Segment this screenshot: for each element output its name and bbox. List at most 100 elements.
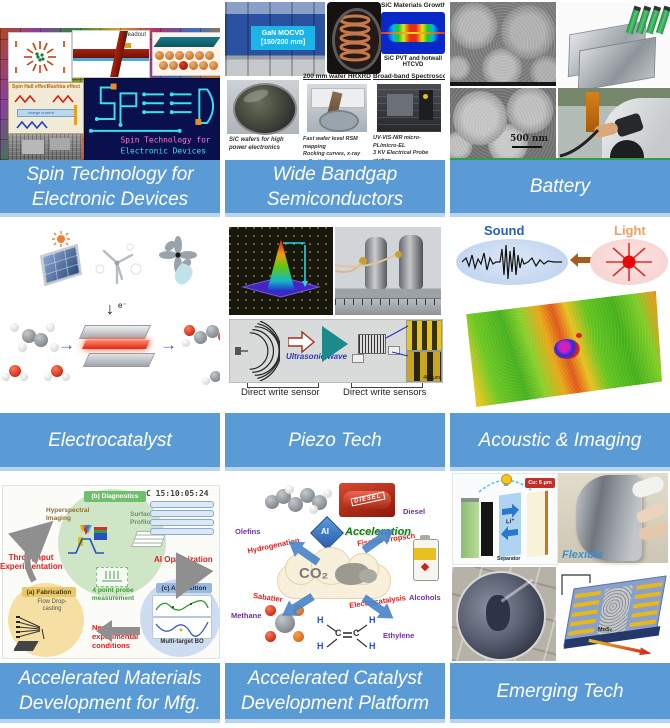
caption-underline (450, 467, 670, 471)
ethylene-formula: H H C C H H (317, 615, 376, 651)
cathode-slab (461, 498, 479, 558)
tile-piezo-tech[interactable]: Ultrasonic wave 400 μm (225, 217, 445, 471)
caption-underline (225, 213, 445, 217)
hrxrd-title: 200 mm wafer HRXRD (303, 73, 371, 80)
sic-wafer-caption: SiC wafers for high power electronics (229, 137, 284, 151)
tile-emerging-tech[interactable]: Li⁺ Separator Cu: 6 μm (450, 471, 670, 723)
emerging-collage-image: Li⁺ Separator Cu: 6 μm (450, 471, 670, 663)
caption-acd: Accelerated Catalyst Development Platfor… (225, 663, 445, 719)
piezo-collage-image: Ultrasonic wave 400 μm (225, 217, 445, 413)
caption-battery: Battery (450, 160, 670, 213)
multi-target-bo-label: Multi-target BO (160, 639, 204, 645)
cycle-arrows (8, 520, 214, 642)
tile-battery[interactable]: 500 nm (450, 0, 670, 217)
wafer-cleanroom-photo (452, 567, 556, 661)
scale-bar (512, 146, 542, 148)
sensor-pad (388, 346, 400, 355)
readout-label: Readout (123, 32, 146, 38)
caption-line: Accelerated Materials (18, 668, 202, 689)
olefin-molecule (265, 485, 335, 515)
pouch-cell-photo (558, 2, 670, 92)
caption-line: Emerging Tech (496, 680, 624, 702)
methane-label: Methane (231, 611, 262, 620)
piezo-simulation-image (229, 227, 333, 315)
blue-spins-icon (16, 120, 48, 130)
caption-piezo: Piezo Tech (225, 413, 445, 467)
hrxrd-caption: Fast wafer level RSM mapping Rocking cur… (303, 136, 361, 160)
transducer (399, 235, 423, 289)
wbg-collage-image: GaN MOCVD [150/200 mm] (225, 0, 445, 160)
battery-collage-image: 500 nm (450, 0, 670, 160)
amd-cycle-diagram: (b) Diagnostics Hyperspectral Imaging Su… (0, 471, 220, 663)
micrograph-yellow (406, 320, 442, 351)
bracket (351, 383, 423, 388)
reflection-silhouette (486, 595, 510, 631)
spin-hall-label: Spin Hall effect (12, 84, 49, 90)
ethylene-molecule (8, 321, 60, 355)
mocvd-machine-photo: GaN MOCVD [150/200 mm] (225, 2, 325, 76)
electrolyzer-icon (78, 325, 156, 369)
callout-lines (385, 325, 409, 357)
acoustic-collage-image: Sound Light (450, 217, 670, 413)
caption-underline (225, 719, 445, 723)
ruler (335, 298, 441, 315)
tile-acoustic-imaging[interactable]: Sound Light (450, 217, 670, 471)
flexible-foil-photo: Flexible (558, 473, 670, 563)
caption-spin: Spin Technology for Electronic Devices (0, 160, 220, 213)
tile-spin-technology[interactable]: Readout (0, 0, 220, 217)
ethylene-label: Ethylene (383, 631, 415, 640)
coil-icon (339, 14, 371, 62)
caption-underline (225, 467, 445, 471)
alcohols-label: Alcohols (409, 593, 441, 602)
tile-accelerated-materials[interactable]: (b) Diagnostics Hyperspectral Imaging Su… (0, 471, 220, 723)
caption-line: Battery (529, 176, 591, 197)
speed-circuit-logo: Spin Technology for Electronic Devices (88, 83, 215, 156)
diesel-label: Diesel (403, 507, 426, 516)
row-2: ↓ e⁻ (0, 217, 670, 471)
speed-logo-panel: Spin Technology for Electronic Devices (84, 78, 220, 160)
tile-accelerated-catalyst[interactable]: Olefins DIESEL Diesel Hydrogenation Fisc… (225, 471, 445, 723)
spectroscopy-instrument-photo (377, 84, 441, 132)
tile-wide-bandgap[interactable]: GaN MOCVD [150/200 mm] (225, 0, 445, 217)
flow-label: Flow Drop- casting (37, 599, 67, 612)
rashba-label: Rashba effect (47, 84, 80, 90)
hrxrd-instrument-photo (307, 84, 367, 132)
caption-line: Wide Bandgap (272, 163, 398, 185)
acceleration-label: Acceleration (345, 526, 412, 538)
diagnostics-label: (b) Diagnostics (84, 491, 146, 502)
caption-underline (0, 719, 220, 723)
caption-line: Electronic Devices (31, 188, 189, 210)
probe-icon (96, 567, 128, 587)
sensor-pad (352, 354, 364, 363)
caption-line: Semiconductors (266, 188, 404, 210)
spectroscopy-title: Broad-band Spectroscopy (373, 73, 445, 80)
wire-icon (561, 574, 591, 595)
caption-electrocatalyst: Electrocatalyst (0, 413, 220, 467)
separator-label: Separator (497, 556, 521, 562)
caption-underline (0, 213, 220, 217)
wind-turbine-icon (95, 243, 142, 285)
spin-collage-image: Readout (0, 0, 220, 160)
charge-current-label: charge current (28, 110, 54, 115)
new-conditions-label: New experimental conditions (92, 623, 139, 650)
tile-electrocatalyst[interactable]: ↓ e⁻ (0, 217, 220, 471)
glycol-molecule (182, 321, 220, 357)
co2-label: CO₂ (299, 565, 329, 582)
water-molecule (44, 363, 74, 385)
caption-line: Development for Mfg. (19, 693, 201, 714)
file-list (150, 501, 214, 537)
mirror-wafer (456, 571, 546, 661)
charging-station (586, 92, 599, 132)
mos2-label: MoS₂ (598, 627, 613, 633)
cylindrical-cells (625, 5, 670, 35)
sem-image-top (450, 2, 556, 86)
curved-idt-icon (235, 321, 280, 381)
diesel-photo: DIESEL (339, 483, 395, 517)
water-molecule (2, 363, 32, 385)
fabrication-icon (14, 616, 45, 651)
caption-wbg: Wide Bandgap Semiconductors (225, 160, 445, 213)
down-arrow: ↓ (106, 301, 114, 318)
charging-cable (559, 128, 600, 158)
coax-cable (335, 254, 396, 273)
